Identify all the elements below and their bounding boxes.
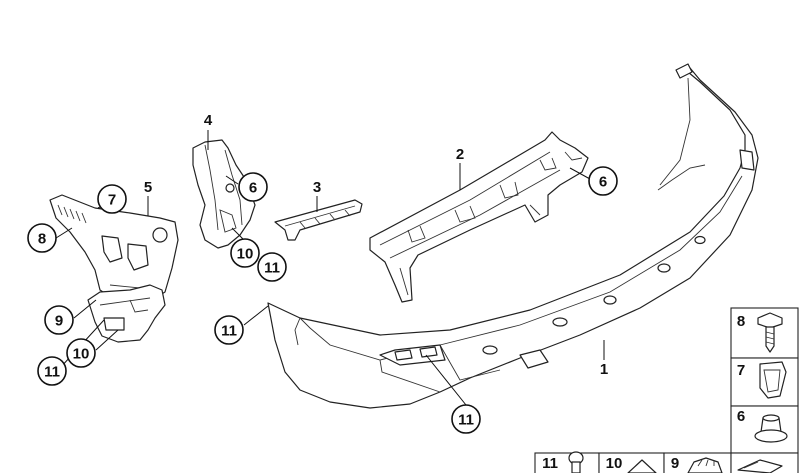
- legend-cell-11: 11: [534, 451, 600, 473]
- clip-nut-icon: [759, 361, 787, 399]
- callout-8: 8: [27, 223, 57, 253]
- side-bracket-part: [192, 139, 256, 249]
- legend-cell-7: 7: [730, 357, 799, 407]
- callout-11-bottom-text: 11: [458, 412, 474, 429]
- callout-6-right: 6: [588, 166, 618, 196]
- label-part-1: 1: [600, 361, 608, 378]
- label-part-3: 3: [313, 179, 321, 196]
- callout-11-lower-left-text: 11: [44, 364, 60, 381]
- callout-11-mid-text: 11: [221, 323, 237, 340]
- legend-cell-8: 8: [730, 307, 799, 359]
- callout-9-text: 9: [55, 313, 63, 330]
- callout-7: 7: [97, 184, 127, 214]
- legend-cell-blank: [730, 452, 799, 473]
- legend-9-text: 9: [671, 455, 679, 472]
- callout-7-text: 7: [108, 192, 116, 209]
- legend-cell-6: 6: [730, 405, 799, 454]
- legend-cell-10: 10: [598, 452, 665, 473]
- callout-6-left: 6: [238, 172, 268, 202]
- legend-8-text: 8: [737, 313, 745, 330]
- legend-7-text: 7: [737, 362, 745, 379]
- legend-10-text: 10: [606, 455, 623, 472]
- label-part-5: 5: [144, 179, 152, 196]
- callout-8-text: 8: [38, 231, 46, 248]
- callout-6-right-text: 6: [599, 174, 607, 191]
- rivet-icon: [568, 451, 584, 473]
- callout-10-lower: 10: [66, 338, 96, 368]
- carrier-bracket-part: [369, 131, 589, 303]
- callout-11-lower-left: 11: [37, 356, 67, 386]
- spread-rivet-icon: [627, 459, 657, 473]
- screw-fastener-icon: [757, 312, 783, 353]
- callout-9: 9: [44, 305, 74, 335]
- bracket-strip-part: [274, 199, 363, 241]
- callout-11-mid: 11: [214, 315, 244, 345]
- callout-11-upper-text: 11: [264, 260, 280, 277]
- label-part-2: 2: [456, 146, 464, 163]
- bumper-cover-part: [267, 63, 759, 409]
- legend-cell-9: 9: [663, 452, 732, 473]
- callout-10-upper: 10: [230, 238, 260, 268]
- legend-6-text: 6: [737, 408, 745, 425]
- expansion-nut-icon: [754, 414, 788, 443]
- callout-6-left-text: 6: [249, 180, 257, 197]
- lower-bracket-part: [87, 284, 166, 343]
- arrow-shape-icon: [737, 459, 783, 473]
- clip-icon: [687, 457, 723, 473]
- callout-10-upper-text: 10: [237, 246, 254, 263]
- legend-11-text: 11: [542, 455, 558, 472]
- callout-11-bottom: 11: [451, 404, 481, 434]
- label-part-4: 4: [204, 112, 213, 129]
- callout-10-lower-text: 10: [73, 346, 90, 363]
- callout-11-upper: 11: [257, 252, 287, 282]
